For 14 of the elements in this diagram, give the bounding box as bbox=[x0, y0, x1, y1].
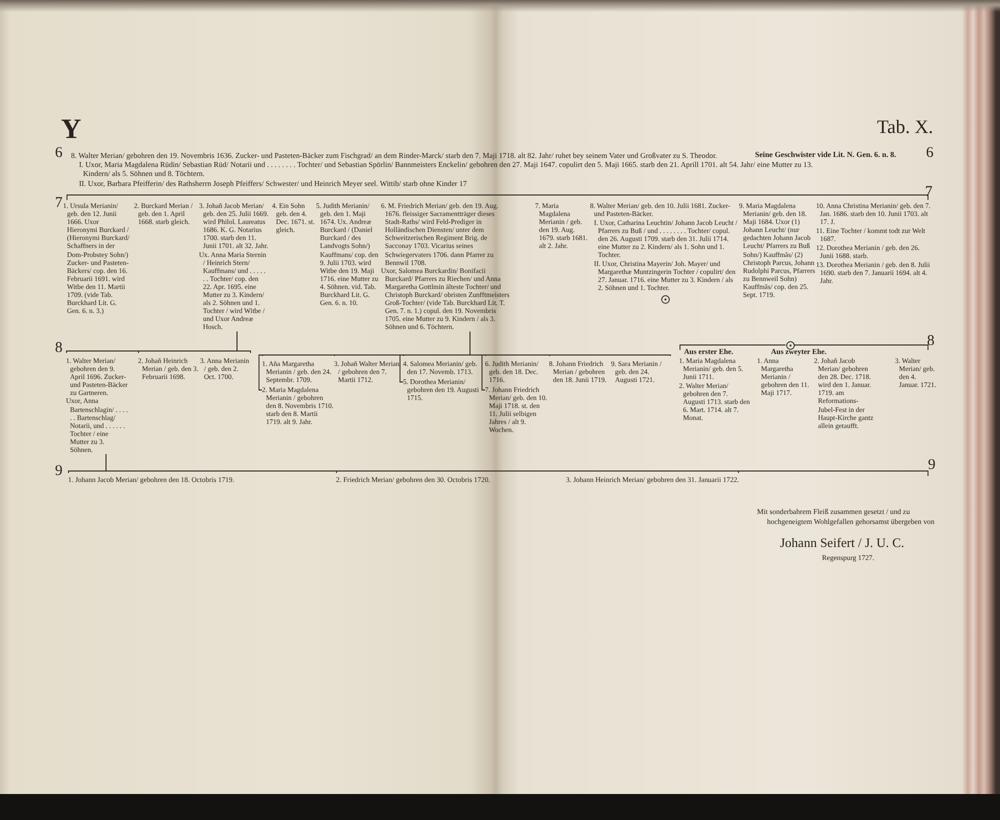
generation-number: 8 bbox=[927, 334, 934, 349]
descent-line bbox=[106, 454, 740, 474]
generation-number: 6 bbox=[55, 146, 62, 161]
generation-number: 9 bbox=[55, 464, 62, 479]
generation-number: 6 bbox=[926, 146, 934, 161]
table-title: Tab. X. bbox=[877, 118, 934, 138]
generation-number: 7 bbox=[55, 196, 62, 211]
generation-number: 9 bbox=[928, 458, 936, 473]
author-name: Johann Seifert / J. U. C. bbox=[780, 536, 904, 550]
generation-number: 7 bbox=[925, 185, 932, 200]
section-letter: Y bbox=[61, 116, 82, 144]
descent-line bbox=[470, 331, 671, 356]
generation-number: 8 bbox=[55, 341, 62, 356]
descent-line bbox=[236, 331, 251, 354]
